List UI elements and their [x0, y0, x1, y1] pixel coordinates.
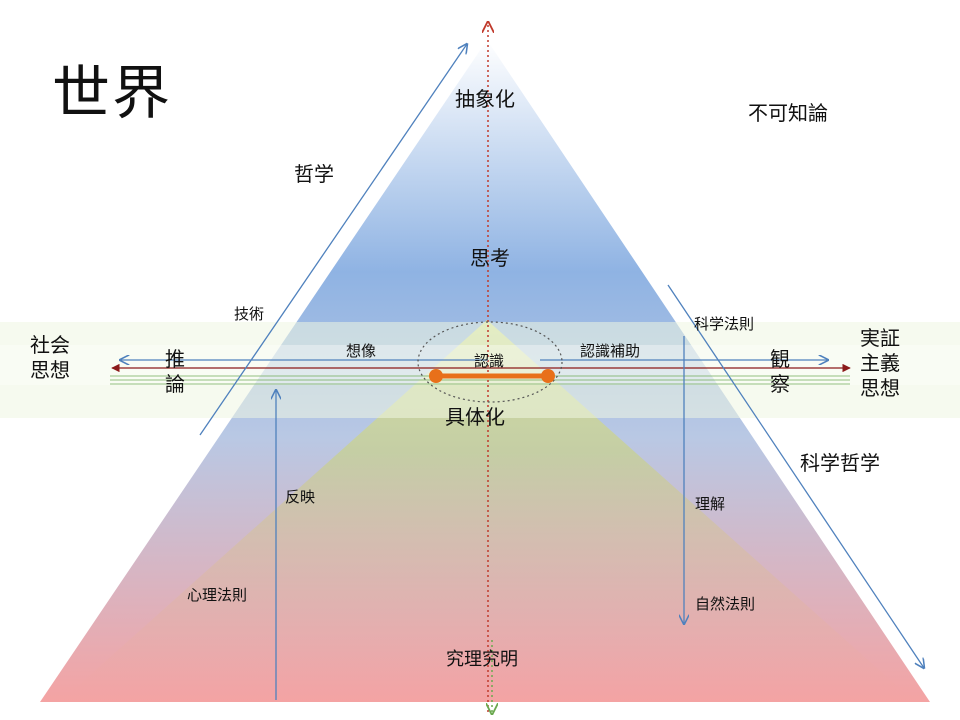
philosophy-arrow	[199, 44, 467, 436]
label-technique: 技術	[234, 305, 265, 323]
label-agnosticism: 不可知論	[748, 101, 828, 125]
label-philosophy-of-science: 科学哲学	[800, 451, 880, 475]
philosophy-of-science-arrow	[667, 284, 924, 668]
label-understanding: 理解	[695, 495, 726, 513]
cognition-point-right	[541, 369, 555, 383]
cognition-point-left	[429, 369, 443, 383]
label-thinking: 思考	[470, 246, 510, 270]
label-social-thought: 社会 思想	[30, 333, 70, 383]
label-cognition: 認識	[474, 352, 505, 370]
label-philosophy: 哲学	[294, 162, 334, 186]
label-observation-line1: 観	[770, 347, 790, 371]
label-inference-line2: 論	[165, 372, 185, 396]
label-natural-law: 自然法則	[695, 595, 756, 613]
page-title: 世界	[52, 59, 173, 127]
label-observation-line2: 察	[770, 372, 790, 396]
label-inference: 推 論	[165, 347, 185, 397]
label-observation: 観 察	[770, 347, 790, 397]
label-psychological-law: 心理法則	[187, 586, 248, 604]
label-concretization: 具体化	[445, 405, 505, 429]
label-cognition-aid: 認識補助	[580, 342, 641, 360]
label-inference-line1: 推	[165, 347, 185, 371]
label-social-thought-line2: 思想	[30, 358, 70, 382]
label-positivism: 実証 主義 思想	[860, 326, 900, 401]
label-science-law: 科学法則	[694, 315, 755, 333]
label-positivism-line2: 主義	[860, 351, 900, 375]
cognition-ellipse	[417, 321, 563, 403]
label-imagination: 想像	[346, 342, 377, 360]
label-social-thought-line1: 社会	[30, 333, 70, 357]
label-abstraction: 抽象化	[455, 87, 515, 111]
label-inquiry: 究理究明	[446, 649, 518, 670]
label-positivism-line3: 思想	[860, 376, 900, 400]
label-positivism-line1: 実証	[860, 326, 900, 350]
label-reflection: 反映	[285, 488, 316, 506]
